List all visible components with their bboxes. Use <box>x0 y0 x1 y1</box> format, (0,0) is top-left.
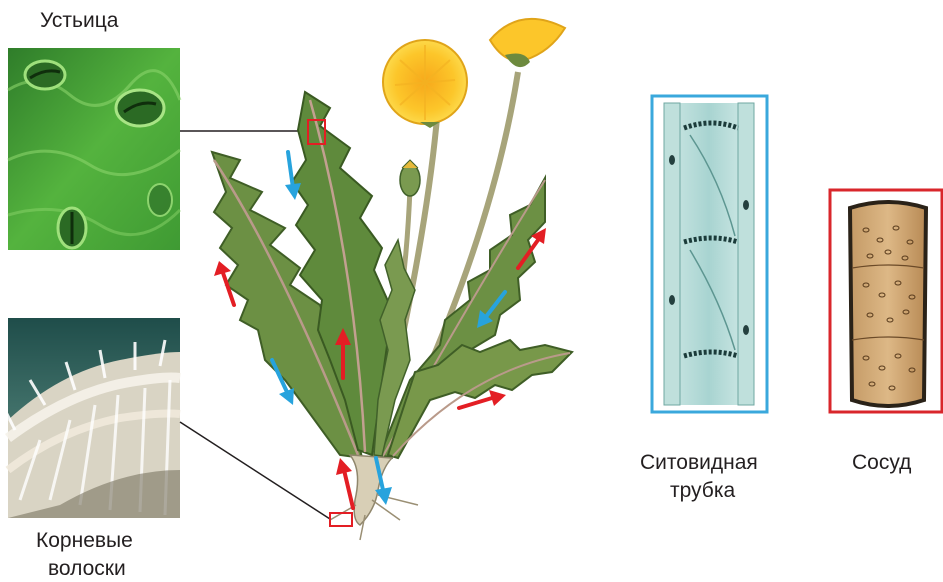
root-hairs-photo <box>5 318 180 518</box>
vessel-illustration <box>830 190 942 412</box>
stomata-photo <box>8 48 180 250</box>
sieve-tube-illustration <box>652 96 767 412</box>
root-hairs-highlight-box <box>330 513 352 526</box>
red-arrow-icon <box>336 458 353 508</box>
dandelion-plant <box>212 19 572 540</box>
root-hairs-callout-line <box>180 422 330 519</box>
